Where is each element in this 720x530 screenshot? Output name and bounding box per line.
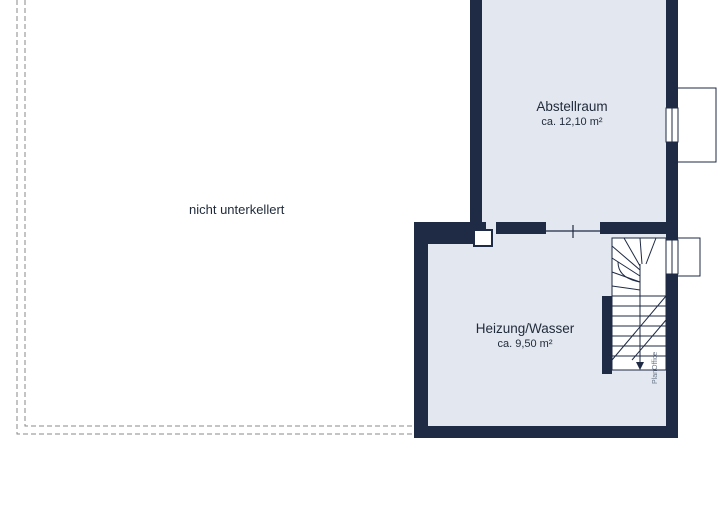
watermark-logo: PlanOffice — [652, 351, 659, 384]
shaft — [473, 229, 493, 247]
staircase — [602, 237, 667, 374]
room-name: Heizung/Wasser — [475, 321, 575, 336]
window-heizung — [665, 237, 701, 277]
room-name: Abstellraum — [536, 99, 608, 114]
room-label-heizung-wasser: Heizung/Wasser ca. 9,50 m² — [460, 320, 590, 351]
unbuilt-area-label: nicht unterkellert — [189, 202, 285, 217]
room-area: ca. 9,50 m² — [497, 338, 553, 350]
window-abstellraum — [665, 87, 717, 163]
room-area: ca. 12,10 m² — [541, 116, 603, 128]
room-abstellraum — [470, 0, 678, 232]
door-symbol — [546, 225, 600, 238]
room-label-abstellraum: Abstellraum ca. 12,10 m² — [512, 98, 632, 129]
unbuilt-area-outline — [16, 0, 414, 435]
